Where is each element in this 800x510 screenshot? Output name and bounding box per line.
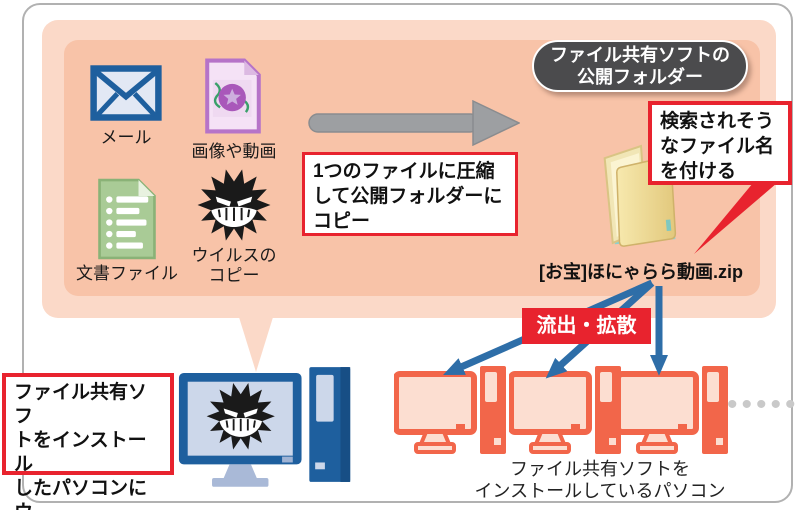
mail-icon	[90, 65, 162, 121]
receiver-pc-icon	[394, 366, 506, 458]
receiver-pc-icon	[509, 366, 621, 458]
ellipsis-dots: •••••	[727, 388, 800, 421]
mail-label: メール	[100, 128, 152, 147]
virus-copy-label: ウイルスの コピー	[191, 246, 277, 285]
filename-tip-callout: 検索されそう なファイル名 を付ける	[648, 101, 792, 185]
infection-note: ファイル共有ソフ トをインストール したパソコンにウ イルスが感染	[2, 373, 174, 510]
media-file-icon	[205, 58, 261, 134]
virus-icon	[196, 168, 272, 242]
compress-note: 1つのファイルに圧縮 して公開フォルダーに コピー	[302, 152, 518, 236]
receivers-caption: ファイル共有ソフトを インストールしているパソコン	[474, 459, 726, 501]
media-file-label: 画像や動画	[191, 142, 277, 161]
infected-pc-icon	[178, 367, 351, 487]
spread-badge: 流出・拡散	[522, 308, 651, 344]
flow-arrow-icon	[308, 100, 520, 146]
document-file-icon	[98, 178, 156, 260]
zip-filename: [お宝]ほにゃらら動画.zip	[539, 262, 743, 282]
shared-folder-header: ファイル共有ソフトの 公開フォルダー	[532, 40, 748, 92]
receiver-pc-icon	[616, 366, 728, 458]
document-file-label: 文書ファイル	[76, 264, 178, 283]
